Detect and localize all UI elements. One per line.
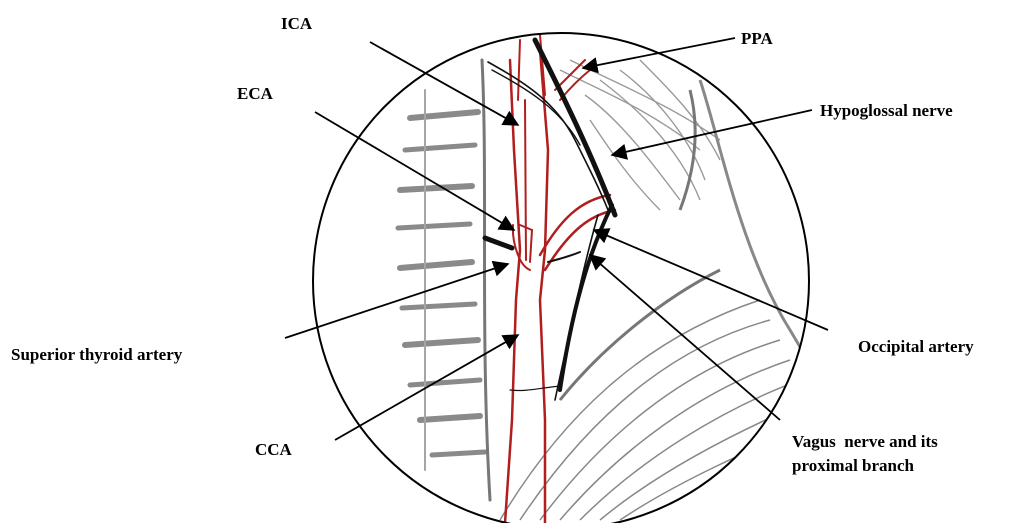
label-vagus-line-2: proximal branch [792,454,938,478]
arrow-occipital [594,230,828,330]
label-cca: CCA [255,438,292,462]
label-vagus-nerve: Vagus nerve and its proximal branch [792,430,938,478]
arteries [505,35,615,523]
label-hypoglossal-nerve: Hypoglossal nerve [820,99,953,123]
arrow-superior-thyroid [285,264,508,338]
label-superior-thyroid-artery: Superior thyroid artery [11,343,182,367]
label-ppa: PPA [741,27,773,51]
lower-right-muscle [500,270,840,520]
left-muscle-strokes [398,60,490,500]
arrow-ppa [583,38,735,68]
surgical-field-circle [313,33,809,523]
arrow-cca [335,335,518,440]
label-occipital-artery: Occipital artery [858,335,974,359]
nerves [485,40,615,400]
label-vagus-line-1: Vagus nerve and its [792,430,938,454]
label-eca: ECA [237,82,273,106]
label-ica: ICA [281,12,312,36]
